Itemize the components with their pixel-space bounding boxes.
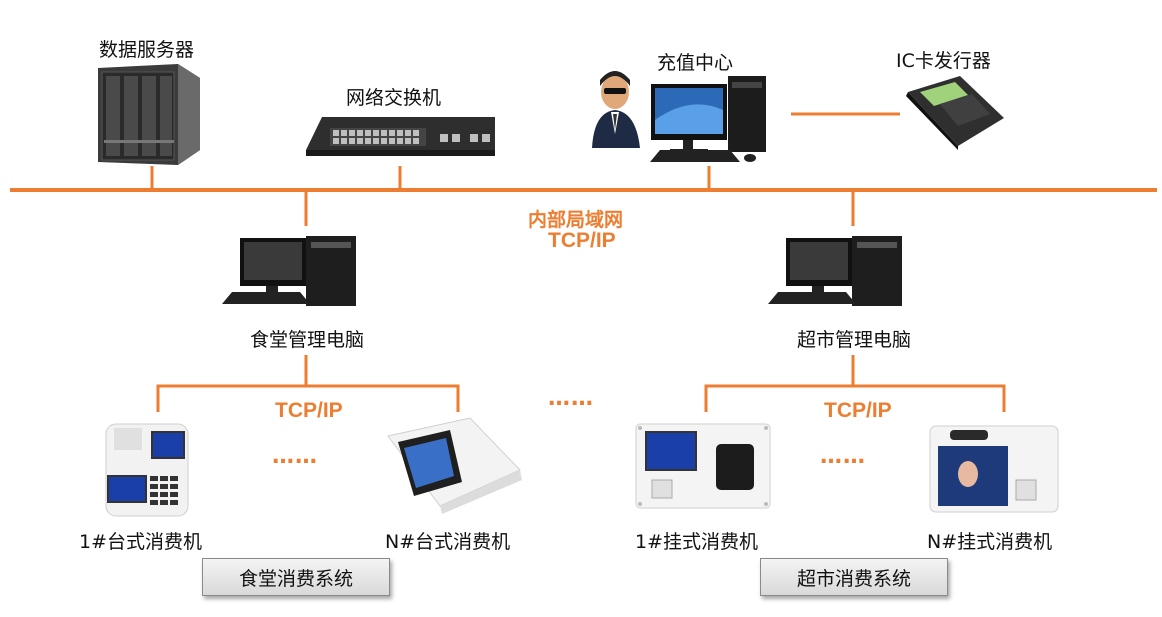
market-system-box: 超市消费系统: [760, 558, 948, 596]
market-pc-label: 超市管理电脑: [797, 329, 912, 351]
canteen-ellipsis: ……: [272, 444, 318, 469]
ic-card-issuer-label: IC卡发行器: [896, 50, 991, 72]
recharge-center-label: 充值中心: [657, 52, 734, 74]
network-switch-label: 网络交换机: [346, 87, 442, 109]
market-system-label: 超市消费系统: [796, 567, 911, 590]
desk-terminal-n-label: N#台式消费机: [385, 531, 511, 553]
wall-terminal-1-label: 1#挂式消费机: [635, 531, 759, 553]
wall-terminal-n-label: N#挂式消费机: [927, 531, 1053, 553]
canteen-pc-label: 食堂管理电脑: [250, 329, 365, 351]
canteen-system-label: 食堂消费系统: [238, 567, 353, 590]
market-ellipsis: ……: [820, 444, 866, 469]
market-branch: [704, 384, 1006, 412]
canteen-protocol: TCP/IP: [275, 399, 343, 422]
lan-protocol: TCP/IP: [548, 229, 616, 252]
data-server-label: 数据服务器: [99, 39, 195, 61]
desk-terminal-1-label: 1#台式消费机: [79, 531, 203, 553]
canteen-system-box: 食堂消费系统: [202, 558, 390, 596]
canteen-branch: [156, 384, 460, 412]
middle-ellipsis: ……: [548, 386, 594, 411]
lan-title: 内部局域网: [528, 210, 624, 231]
market-protocol: TCP/IP: [824, 399, 892, 422]
